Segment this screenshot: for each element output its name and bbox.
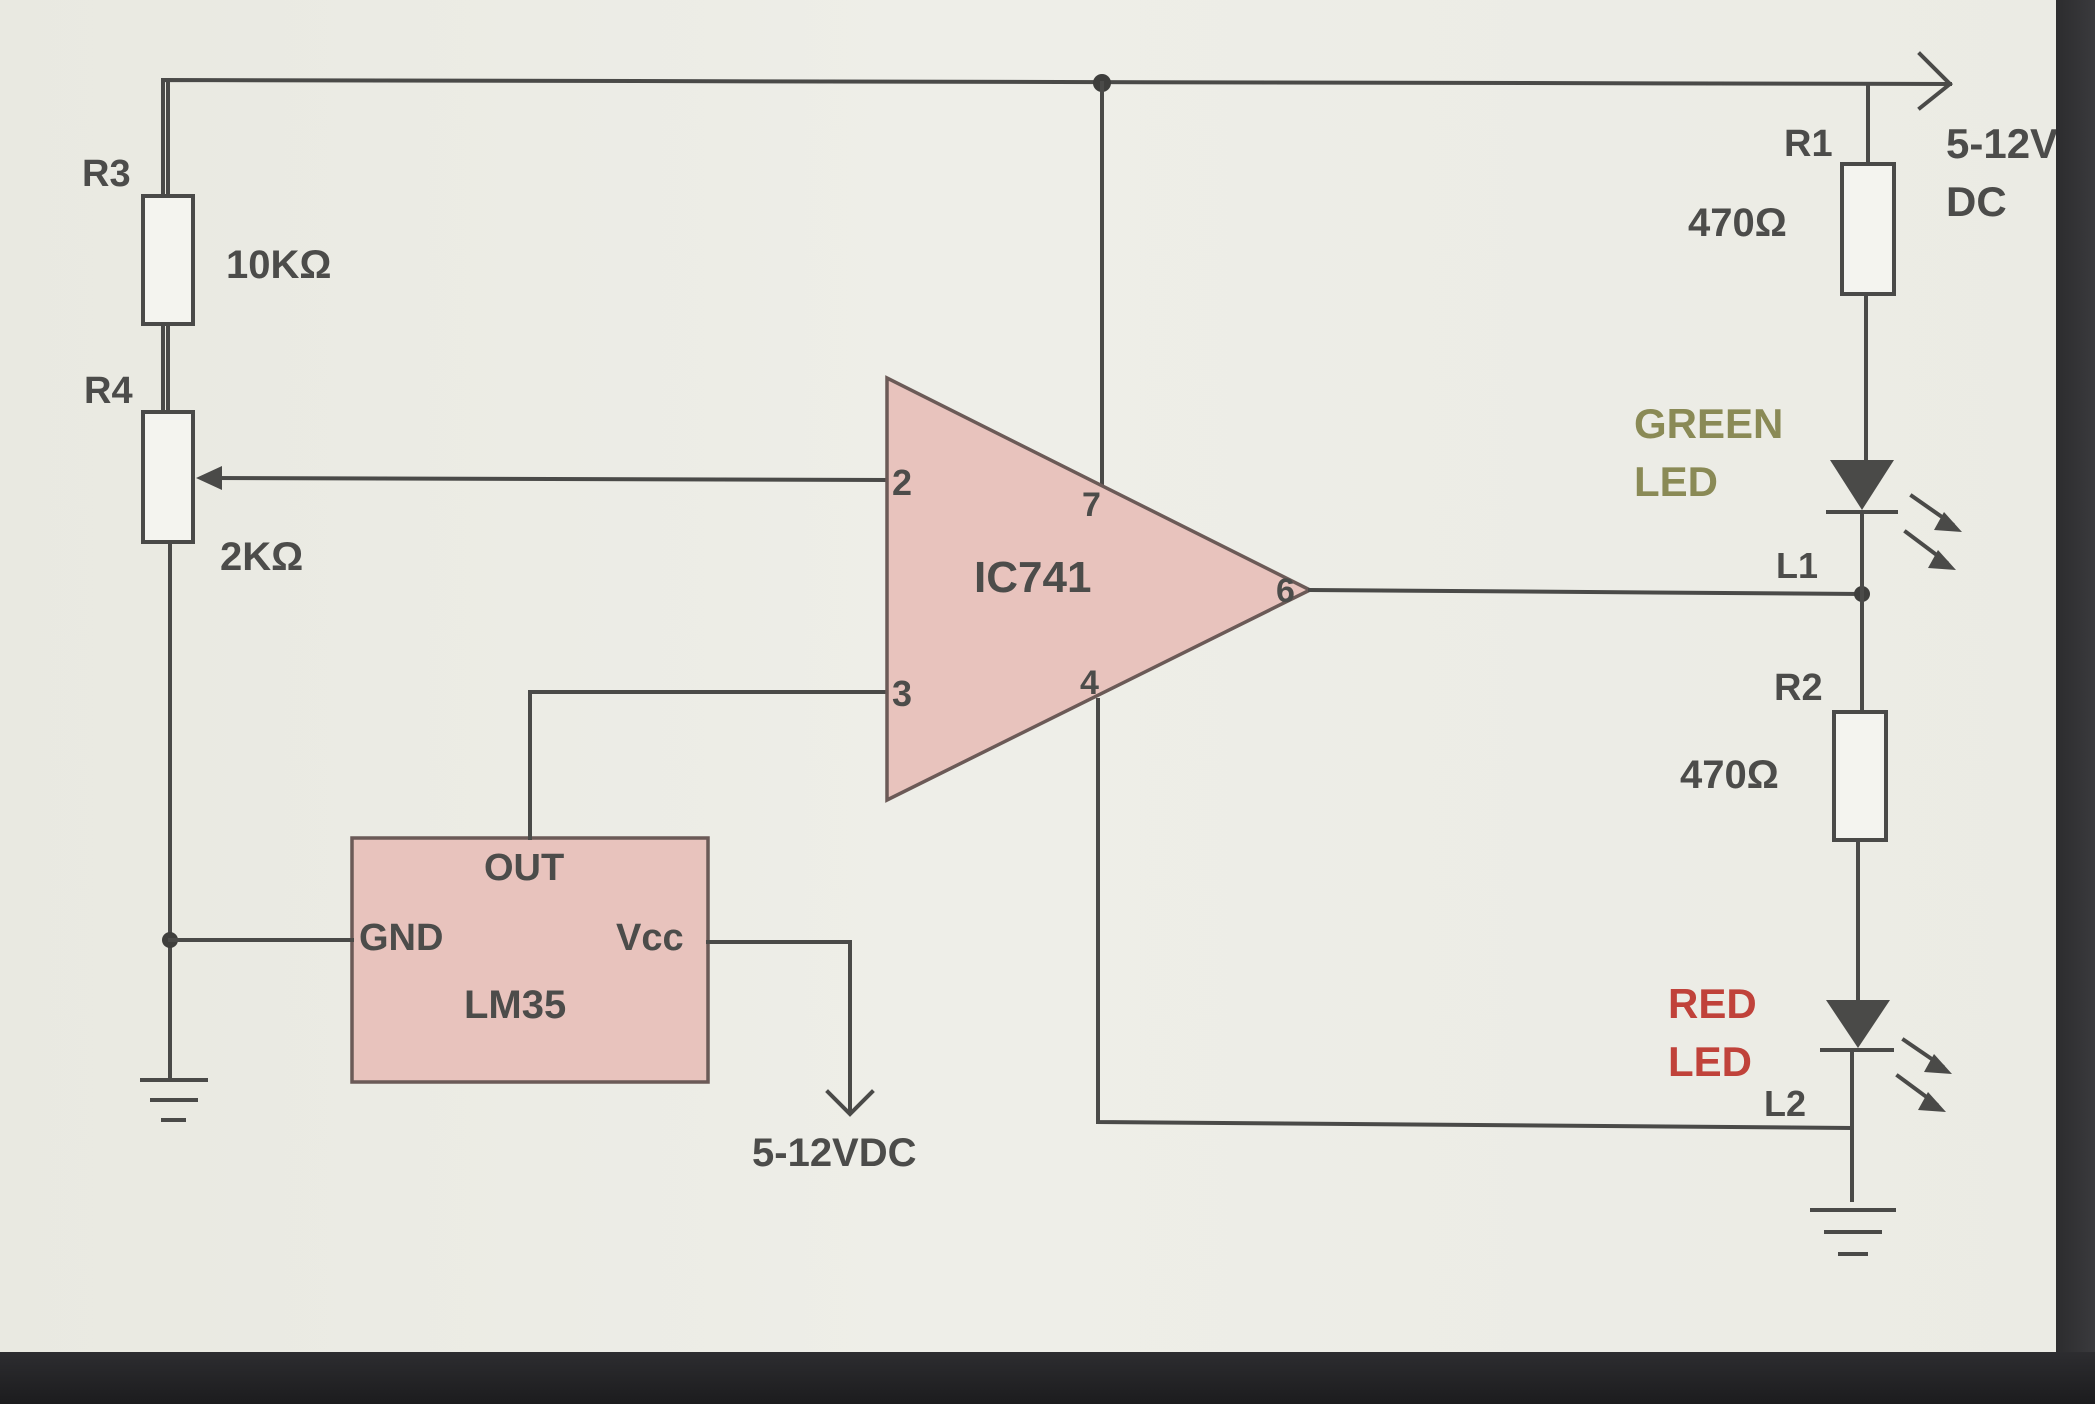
r3-resistor — [141, 194, 195, 326]
green-led-diode — [1830, 460, 1894, 510]
supply-label-line2: DC — [1946, 178, 2007, 225]
pin3-label: 3 — [892, 673, 912, 714]
r4-potentiometer — [141, 410, 195, 544]
red-led-label-line1: RED — [1668, 980, 1757, 1027]
pin4-label: 4 — [1080, 664, 1099, 702]
green-led-label-line2: LED — [1634, 458, 1718, 505]
r2-value: 470Ω — [1680, 753, 1779, 797]
l2-label: L2 — [1764, 1083, 1806, 1124]
ic741-name: IC741 — [974, 553, 1091, 602]
monitor-bezel-bottom — [0, 1352, 2095, 1404]
lm35-vcc-wire — [706, 940, 852, 1112]
pin6-label: 6 — [1276, 572, 1295, 610]
l1-label: L1 — [1776, 545, 1818, 586]
pin2-label: 2 — [892, 462, 912, 503]
wiper-arrow — [196, 466, 222, 490]
wiper-to-pin2-wire — [207, 475, 890, 483]
sensor-supply-label: 5-12VDC — [752, 1131, 917, 1175]
top-supply-rail — [161, 77, 1953, 430]
r4-name: R4 — [84, 370, 133, 412]
green-led-label-line1: GREEN — [1634, 400, 1783, 447]
r2-resistor — [1832, 710, 1888, 842]
red-led-label-line2: LED — [1668, 1038, 1752, 1085]
lm35-vcc-arrow — [825, 1089, 875, 1117]
r3-value: 10KΩ — [226, 243, 331, 287]
lm35-vcc-label: Vcc — [616, 917, 684, 959]
lm35-out-label: OUT — [484, 847, 564, 889]
green-led-emission-arrows — [1903, 493, 1962, 570]
lm35-chip — [350, 836, 710, 1084]
r3-name: R3 — [82, 153, 131, 195]
ic741-opamp — [885, 375, 1314, 803]
monitor-bezel-right — [2056, 0, 2095, 1404]
output-wire — [1307, 587, 1865, 597]
lm35-name: LM35 — [464, 983, 566, 1027]
lm35-gnd-label: GND — [359, 917, 443, 959]
pin7-label: 7 — [1082, 486, 1101, 524]
r1-value: 470Ω — [1688, 201, 1787, 245]
r2-name: R2 — [1774, 667, 1823, 709]
red-led-diode — [1826, 1000, 1890, 1048]
supply-arrow-head — [1917, 51, 1953, 111]
r4-value: 2KΩ — [220, 535, 303, 579]
pin4-vminus-wire — [1096, 698, 1853, 1131]
lm35-out-wire — [528, 690, 889, 840]
supply-label-line1: 5-12V — [1946, 120, 2058, 167]
red-led-emission-arrows — [1895, 1037, 1952, 1112]
r1-name: R1 — [1784, 123, 1833, 165]
r1-resistor — [1840, 162, 1896, 296]
